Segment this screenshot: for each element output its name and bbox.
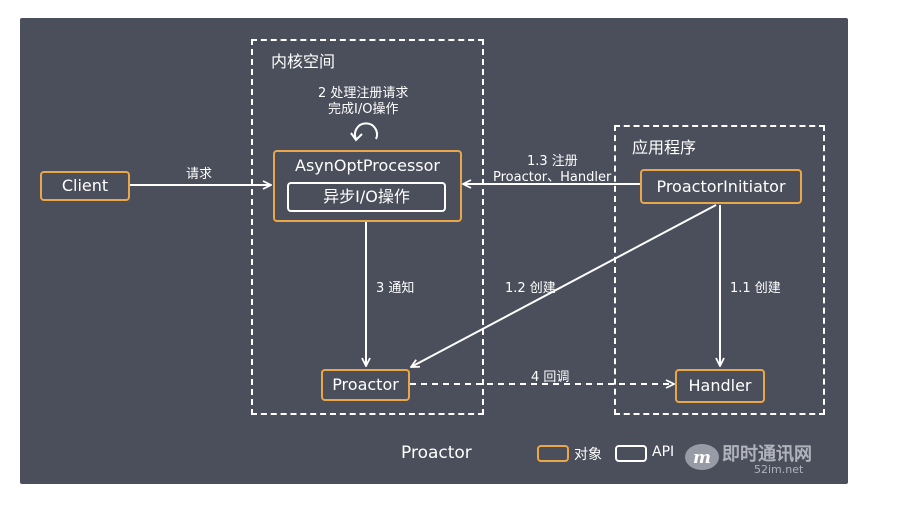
create-proactor-label: 1.2 创建 <box>505 281 556 296</box>
initiator-label: ProactorInitiator <box>656 177 786 196</box>
self-loop-label-1: 2 处理注册请求 <box>318 86 409 101</box>
client-label: Client <box>61 176 109 195</box>
legend-object-label: 对象 <box>574 447 602 463</box>
diagram-panel <box>20 18 848 484</box>
watermark-logo-text: 即时通讯网 <box>722 444 812 465</box>
legend-api-swatch <box>615 445 647 462</box>
processor-api-box: 异步I/O操作 <box>287 182 446 212</box>
kernel-space-title: 内核空间 <box>271 52 336 71</box>
proactor-node: Proactor <box>321 369 410 401</box>
diagram-caption: Proactor <box>401 443 472 463</box>
processor-label: AsynOptProcessor <box>295 156 440 175</box>
create-handler-label: 1.1 创建 <box>730 281 781 296</box>
watermark-url: 52im.net <box>754 463 804 476</box>
application-region <box>614 125 825 415</box>
callback-label: 4 回调 <box>531 370 570 385</box>
handler-node: Handler <box>675 369 765 403</box>
kernel-space-region <box>251 39 484 415</box>
initiator-node: ProactorInitiator <box>640 169 802 204</box>
self-loop-label-2: 完成I/O操作 <box>328 102 399 117</box>
watermark-logo-icon: m <box>685 444 719 470</box>
client-node: Client <box>40 171 130 201</box>
request-label: 请求 <box>186 167 213 182</box>
register-label-2: Proactor、Handler <box>493 170 612 185</box>
processor-api-label: 异步I/O操作 <box>323 187 410 206</box>
legend-api-label: API <box>652 444 675 460</box>
svg-text:m: m <box>693 448 711 468</box>
legend-object-swatch <box>537 445 569 462</box>
application-title: 应用程序 <box>632 138 697 157</box>
handler-label: Handler <box>688 376 752 395</box>
proactor-label: Proactor <box>332 375 399 394</box>
watermark: m 即时通讯网 52im.net <box>684 438 846 482</box>
self-loop-arrow <box>354 122 378 140</box>
register-label-1: 1.3 注册 <box>527 154 578 169</box>
edge-create-proactor <box>411 204 717 367</box>
notify-label: 3 通知 <box>376 281 415 296</box>
